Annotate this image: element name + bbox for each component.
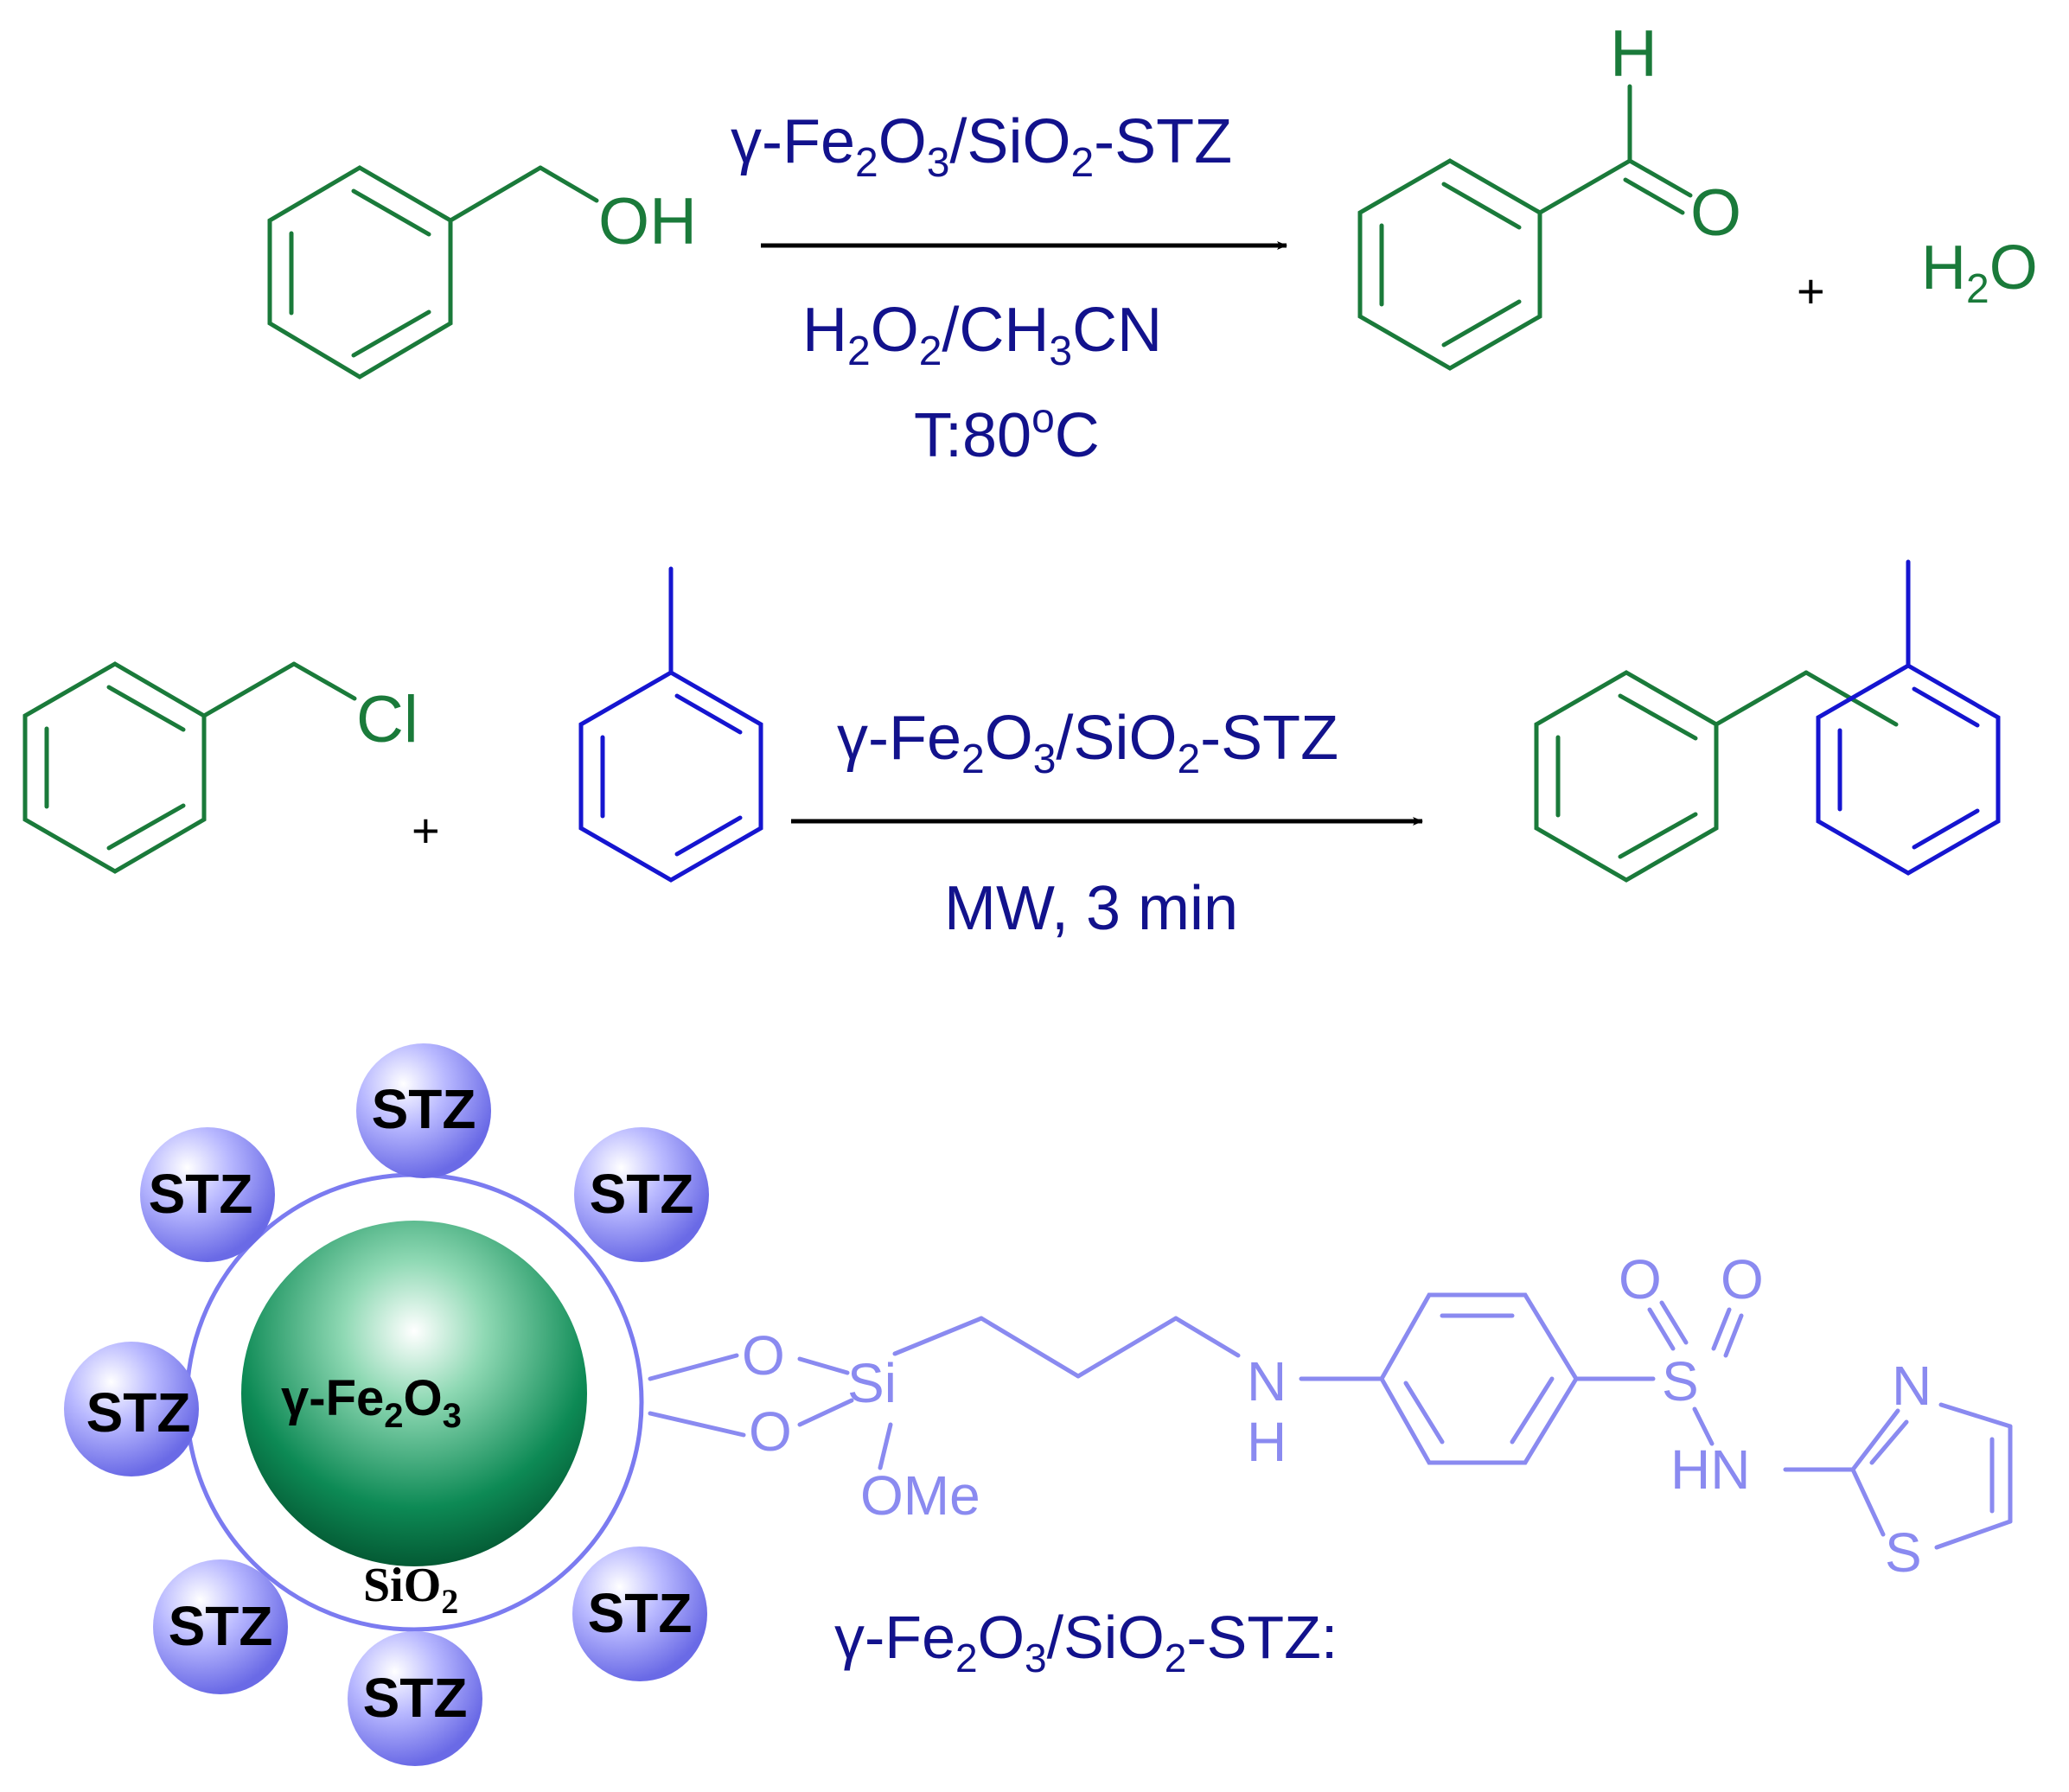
stz-ball: STZ xyxy=(64,1342,199,1476)
svg-text:STZ: STZ xyxy=(363,1667,468,1729)
benzene-ring xyxy=(578,670,763,883)
benzene-ring xyxy=(1379,1292,1579,1465)
chloride-label: Cl xyxy=(356,683,418,756)
oxygen-2-label: O xyxy=(749,1400,792,1463)
benzene-ring xyxy=(267,165,453,379)
thiazole-s-label: S xyxy=(1885,1521,1922,1584)
catalyst-caption: γ-Fe2O3/SiO2-STZ: xyxy=(834,1604,1338,1680)
stz-ball: STZ xyxy=(153,1559,288,1694)
benzene-ring xyxy=(22,661,207,874)
benzyl-alcohol-structure xyxy=(267,165,599,379)
amine-h-label: H xyxy=(1247,1411,1287,1473)
iron-oxide-core xyxy=(241,1221,587,1566)
silicon-label: Si xyxy=(847,1352,897,1414)
shell-label: SiO2 xyxy=(363,1559,458,1621)
product-benzyl-ring xyxy=(1534,670,1899,883)
plus-sign-1: + xyxy=(1797,264,1825,318)
svg-text:STZ: STZ xyxy=(149,1163,253,1225)
aldehyde-h-label: H xyxy=(1610,17,1657,91)
hydroxyl-label: OH xyxy=(598,185,697,258)
stz-ball: STZ xyxy=(348,1631,482,1766)
water-label: H2O xyxy=(1921,233,2038,312)
svg-text:STZ: STZ xyxy=(169,1595,273,1657)
stz-ball: STZ xyxy=(574,1127,709,1262)
sulfonamide-hn-label: HN xyxy=(1670,1438,1750,1501)
aldehyde-o-label: O xyxy=(1690,176,1741,250)
reaction-1: OH γ-Fe2O3/SiO2-STZ H2O2/CH3CN T:80oC H … xyxy=(267,17,2038,470)
benzene-ring xyxy=(1534,670,1719,883)
thiazole-n-label: N xyxy=(1892,1355,1932,1417)
catalyst-label-2: γ-Fe2O3/SiO2-STZ xyxy=(837,704,1338,782)
benzene-ring xyxy=(1816,663,2001,876)
plus-sign-2: + xyxy=(412,803,440,858)
temperature-label: T:80oC xyxy=(914,396,1100,470)
benzene-ring xyxy=(1357,158,1542,371)
svg-text:STZ: STZ xyxy=(86,1381,191,1444)
svg-text:STZ: STZ xyxy=(372,1078,476,1140)
oxygen-1-label: O xyxy=(742,1324,785,1387)
svg-text:STZ: STZ xyxy=(590,1163,694,1225)
core-label: γ-Fe2O3 xyxy=(281,1370,462,1435)
catalyst-figure: γ-Fe2O3 SiO2 STZ STZ STZ STZ STZ STZ xyxy=(64,1043,2013,1766)
toluene-structure xyxy=(578,566,763,883)
conditions-label: MW, 3 min xyxy=(944,874,1238,943)
amine-n-label: N xyxy=(1247,1350,1287,1413)
stz-ball: STZ xyxy=(356,1043,491,1178)
benzyl-chloride-structure xyxy=(22,661,357,874)
stz-ball: STZ xyxy=(140,1127,275,1262)
stz-ball: STZ xyxy=(572,1546,707,1681)
sulfur-label: S xyxy=(1662,1350,1699,1413)
sulfonyl-o2-label: O xyxy=(1721,1248,1764,1311)
reaction-2: Cl + γ-Fe2O3/SiO2-STZ MW, 3 min xyxy=(22,559,2001,943)
benzaldehyde-structure xyxy=(1357,84,1693,371)
linker-bonds xyxy=(648,1292,2013,1550)
methoxy-label: OMe xyxy=(860,1464,980,1527)
solvent-label: H2O2/CH3CN xyxy=(802,296,1162,374)
product-tolyl-ring xyxy=(1816,559,2001,876)
svg-text:STZ: STZ xyxy=(588,1582,693,1644)
sulfonyl-o1-label: O xyxy=(1619,1248,1662,1311)
catalyst-label-1: γ-Fe2O3/SiO2-STZ xyxy=(731,107,1232,186)
